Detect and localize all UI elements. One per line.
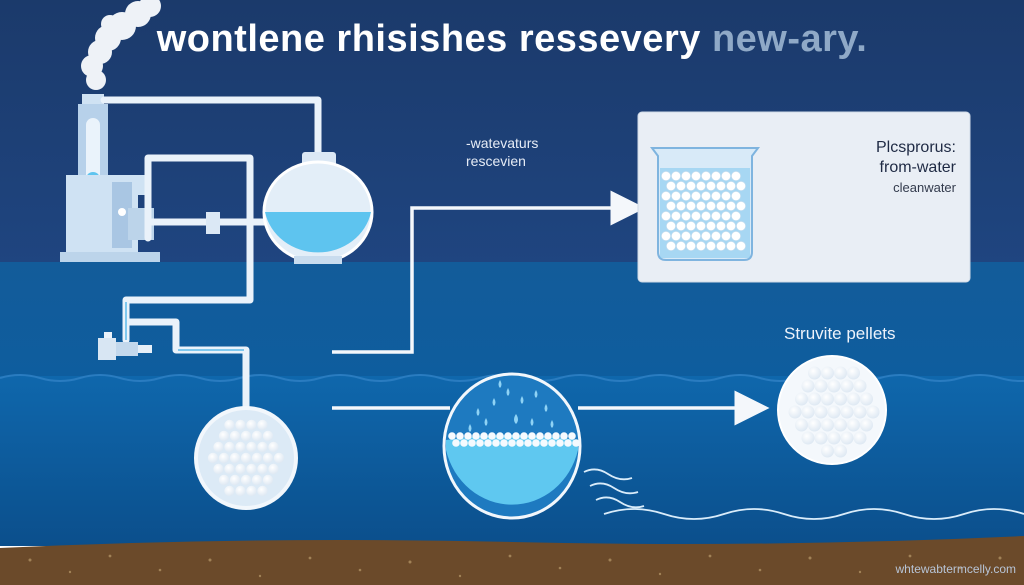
pellet-sphere-icon xyxy=(194,406,298,510)
wastewater-label: -watevaturs rescevien xyxy=(466,134,538,170)
outflow-wave-lines xyxy=(583,468,1024,520)
wastewater-label-line1: -watevaturs xyxy=(466,135,539,151)
droplets-icon xyxy=(468,380,554,432)
beaker-icon xyxy=(650,147,760,261)
struvite-pellets-label: Struvite pellets xyxy=(784,324,896,343)
wastewater-label-line2: rescevien xyxy=(466,153,526,169)
sphere-tank-icon xyxy=(262,152,374,264)
soil-ground xyxy=(0,536,1024,585)
crystallizer-vessel xyxy=(442,372,582,520)
smoke-icon xyxy=(81,0,161,90)
panel-caption-line3: cleanwater xyxy=(893,180,956,195)
struvite-pellet-sphere xyxy=(777,355,887,465)
title-main-text: wontlene rhisishes ressevery xyxy=(156,18,701,60)
page-title: wontlene rhisishes ressevery new-ary. xyxy=(0,18,1024,61)
title-accent-text: new-ary. xyxy=(711,18,868,60)
soil-speckles xyxy=(28,554,1002,578)
panel-caption: Plcsprorus: from-water cleanwater xyxy=(876,138,956,198)
panel-caption-line2: from-water xyxy=(879,159,956,176)
watermark-text: whtewabtermcelly.com xyxy=(895,562,1016,576)
reactor-tank-icon xyxy=(60,94,160,262)
flange-connector xyxy=(206,212,220,234)
panel-caption-line1: Plcsprorus: xyxy=(875,139,956,156)
valve-icon xyxy=(98,332,152,360)
pipe-inner-line xyxy=(125,302,244,351)
arrow-up-to-panel xyxy=(332,190,646,354)
